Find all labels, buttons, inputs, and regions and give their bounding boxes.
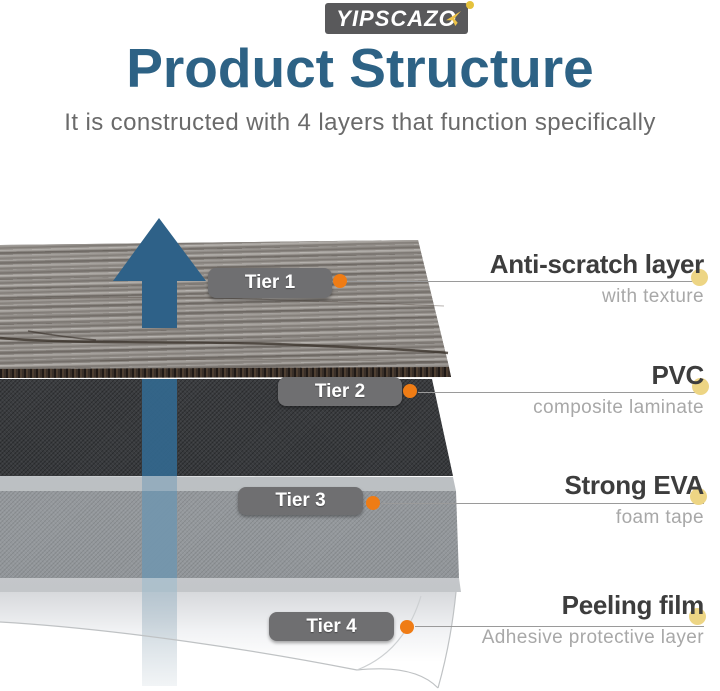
callout-strong-eva: Strong EVA foam tape [564, 471, 704, 529]
tier-3-pill: Tier 3 [238, 487, 363, 515]
film-curl-outline [0, 591, 457, 689]
connector-dot-4-icon [400, 620, 414, 634]
callout-peeling-film: Peeling film Adhesive protective layer [481, 590, 705, 649]
layer-label-1: Anti-scratch layer [489, 249, 705, 279]
layer-label-3: Strong EVA [564, 470, 704, 500]
connector-dot-1-icon [333, 274, 347, 288]
layer-label-4: Peeling film [561, 590, 705, 620]
arrow-shaft [142, 379, 177, 686]
accent-dot-4-icon [689, 608, 706, 625]
callout-pvc: PVC composite laminate [533, 361, 704, 419]
up-arrow-icon [113, 218, 206, 328]
connector-dot-2-icon [403, 384, 417, 398]
layer-sublabel-4: Adhesive protective layer [481, 626, 704, 648]
accent-dot-3-icon [690, 488, 707, 505]
layer-sublabel-3: foam tape [615, 506, 704, 528]
page-subtitle: It is constructed with 4 layers that fun… [64, 109, 656, 136]
wood-crack-lines [0, 296, 449, 363]
brand-logo: YIPSCAZO [325, 1, 474, 34]
tier-1-pill: Tier 1 [208, 268, 332, 298]
callout-anti-scratch: Anti-scratch layer with texture [489, 249, 705, 308]
page-title: Product Structure [126, 37, 594, 99]
logo-trademark-dot-icon [466, 1, 474, 9]
accent-dot-1-icon [691, 269, 708, 286]
layer-sublabel-2: composite laminate [533, 396, 704, 418]
tier-4-pill: Tier 4 [269, 612, 394, 641]
tier-2-pill: Tier 2 [278, 377, 402, 406]
layer-label-2: PVC [651, 360, 704, 390]
brand-logo-text: YIPSCAZO [336, 5, 457, 31]
layer-sublabel-1: with texture [602, 285, 704, 307]
connector-dot-3-icon [366, 496, 380, 510]
callout-lines [348, 281, 704, 627]
accent-dot-2-icon [692, 378, 709, 395]
